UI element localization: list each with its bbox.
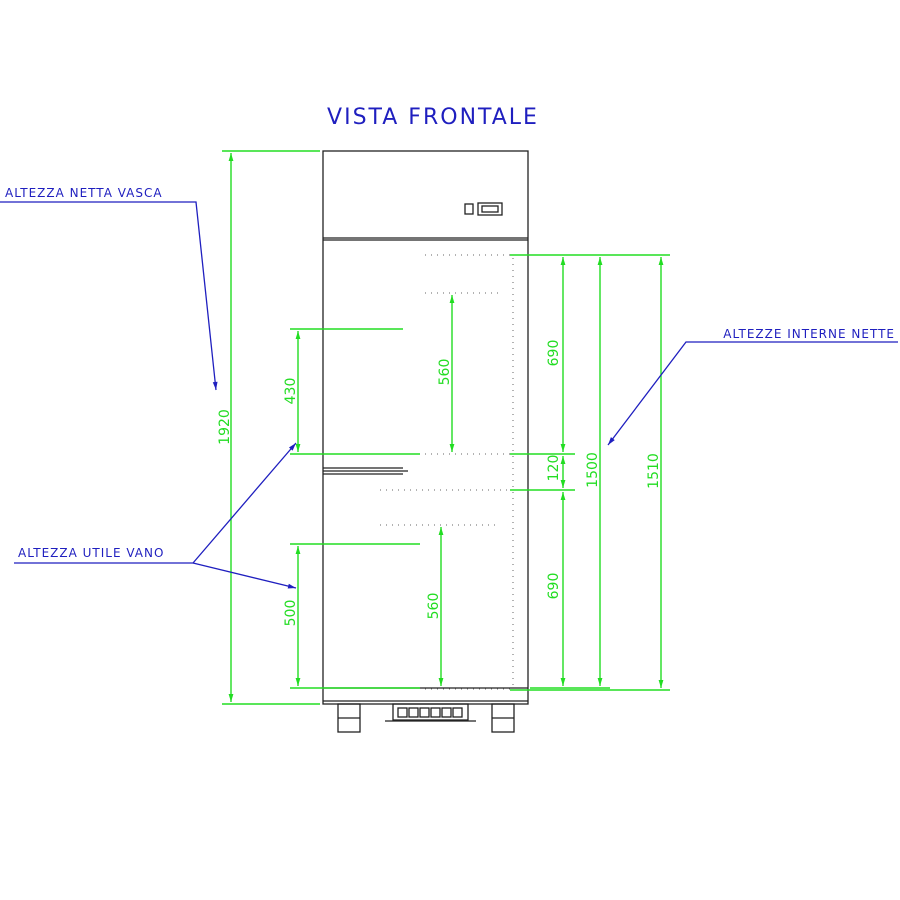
dimension-labels: 1920 430 500 560 560 690 120 690 1500 15… — [217, 340, 662, 627]
dim-separator-label: 120 — [546, 455, 562, 482]
cabinet-feet — [337, 703, 515, 733]
dim-upper-shelf-label: 560 — [437, 359, 453, 386]
dim-lower-internal-label: 690 — [546, 573, 562, 600]
dim-upper-internal-label: 690 — [546, 340, 562, 367]
controller-icon — [464, 202, 503, 216]
dim-total-label: 1920 — [217, 409, 233, 445]
callout-altezza-utile-vano: ALTEZZA UTILE VANO — [18, 546, 164, 560]
dim-lower-shelf-label: 560 — [426, 593, 442, 620]
interior-dotted-lines — [380, 254, 514, 690]
dim-lower-vano-label: 500 — [283, 600, 299, 627]
drawing-title: VISTA FRONTALE — [327, 105, 539, 130]
callouts: ALTEZZA NETTA VASCA ALTEZZE INTERNE NETT… — [0, 186, 898, 589]
dim-internal-total-outer-label: 1510 — [646, 453, 662, 489]
base-grille — [385, 703, 476, 722]
cabinet-body — [322, 150, 529, 705]
callout-altezza-netta-vasca: ALTEZZA NETTA VASCA — [5, 186, 163, 200]
dim-upper-vano-label: 430 — [283, 378, 299, 405]
cabinet — [322, 150, 529, 733]
dimension-lines — [228, 153, 664, 702]
callout-altezze-interne-nette: ALTEZZE INTERNE NETTE — [723, 327, 895, 341]
dim-internal-total-label: 1500 — [585, 452, 601, 488]
extension-lines — [222, 150, 670, 705]
